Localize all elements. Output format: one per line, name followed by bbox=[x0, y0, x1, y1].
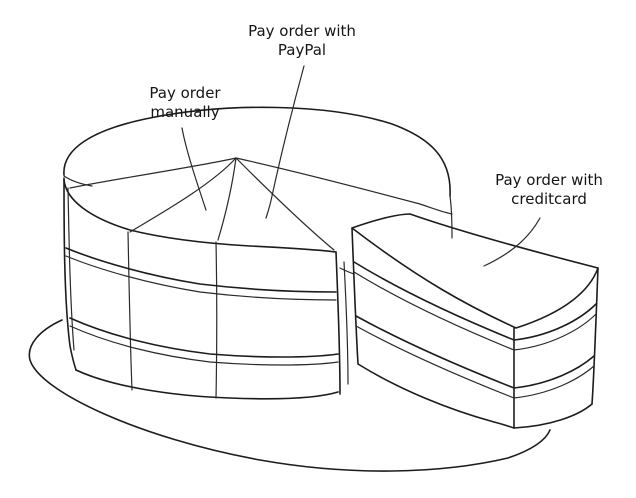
cake-top-rim bbox=[64, 107, 450, 196]
label-pay-creditcard-line-2: creditcard bbox=[474, 190, 624, 209]
filling-layer-lower-b bbox=[70, 326, 338, 365]
cake-left-side-inner bbox=[68, 188, 74, 350]
slice-filling-lower-b bbox=[356, 326, 594, 398]
label-pay-creditcard: Pay order with creditcard bbox=[474, 171, 624, 209]
slice-filling-upper bbox=[354, 262, 596, 340]
cut-line-front-center bbox=[218, 158, 236, 240]
label-pay-paypal-line-2: PayPal bbox=[232, 41, 372, 60]
label-pay-paypal-line-1: Pay order with bbox=[232, 22, 372, 41]
slice-top bbox=[352, 214, 598, 328]
label-pay-manually: Pay order manually bbox=[130, 84, 240, 122]
cake-cut-edge bbox=[336, 252, 340, 394]
cake-cut-edge-inner bbox=[344, 262, 348, 384]
pointer-paypal bbox=[266, 66, 304, 218]
label-pay-creditcard-line-1: Pay order with bbox=[474, 171, 624, 190]
cake-bottom-edge bbox=[76, 370, 338, 399]
cut-line-back bbox=[236, 158, 452, 214]
slice-back-edge bbox=[592, 268, 598, 404]
slice-bottom-right bbox=[514, 404, 592, 428]
side-line-2 bbox=[216, 242, 217, 398]
slice-filling-upper-b bbox=[354, 272, 596, 350]
label-pay-manually-line-2: manually bbox=[130, 103, 240, 122]
slice-front-face-left bbox=[352, 228, 514, 428]
side-line-1 bbox=[128, 232, 132, 390]
cut-line-front-left bbox=[130, 158, 236, 232]
pointer-creditcard bbox=[484, 218, 540, 266]
cut-line-left bbox=[70, 158, 236, 188]
label-pay-manually-line-1: Pay order bbox=[130, 84, 240, 103]
label-pay-paypal: Pay order with PayPal bbox=[232, 22, 372, 60]
cake-inner-wall-top bbox=[340, 268, 354, 274]
filling-layer-lower bbox=[70, 318, 338, 357]
cut-line-front-right bbox=[236, 158, 334, 250]
slice-filling-lower bbox=[356, 316, 594, 388]
plate-outline bbox=[29, 320, 550, 471]
cake-inner-wall bbox=[450, 196, 452, 238]
